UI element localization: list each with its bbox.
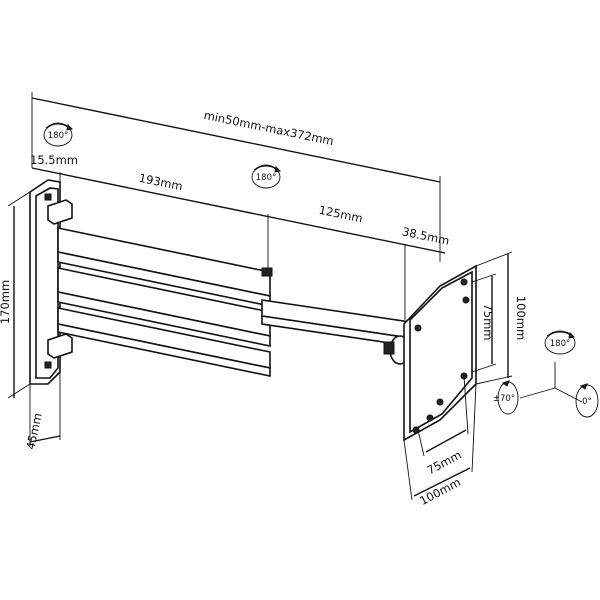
wall-offset-label: 15.5mm — [30, 153, 78, 167]
first-arm — [57, 227, 273, 377]
head-swivel-badge: 180° — [544, 330, 576, 355]
head-offset-label: 38.5mm — [401, 224, 451, 247]
plate-width-label: 45mm — [23, 412, 44, 451]
arm-2-label: 125mm — [318, 203, 364, 226]
arm-swivel-label: 180° — [256, 173, 276, 183]
head-swivel-label: 180° — [550, 339, 570, 349]
vesa-height-dimensions: 100mm 75mm — [471, 251, 528, 385]
second-arm — [261, 299, 411, 365]
screen-rotation-badge: 0° — [575, 383, 599, 418]
vesa-plate — [403, 264, 477, 442]
vesa-height-large-label: 100mm — [514, 296, 528, 340]
vesa-width-small-label: 75mm — [424, 448, 463, 478]
tilt-label: ±70° — [493, 394, 515, 404]
tilt-badge: ±70° — [493, 380, 519, 415]
total-reach-label: min50mm-max372mm — [203, 108, 335, 148]
wall-swivel-badge: 180° — [43, 122, 74, 147]
arm-1-label: 193mm — [138, 171, 184, 194]
vesa-height-small-label: 75mm — [481, 303, 495, 340]
screen-rotation-label: 0° — [582, 397, 592, 407]
plate-height-label: 170mm — [0, 280, 12, 324]
wall-swivel-label: 180° — [48, 131, 68, 141]
plate-height-dimension: 170mm — [0, 191, 31, 399]
vesa-width-large-label: 100mm — [417, 475, 463, 508]
arm-swivel-badge: 180° — [251, 164, 282, 189]
rotation-axes — [519, 362, 583, 403]
